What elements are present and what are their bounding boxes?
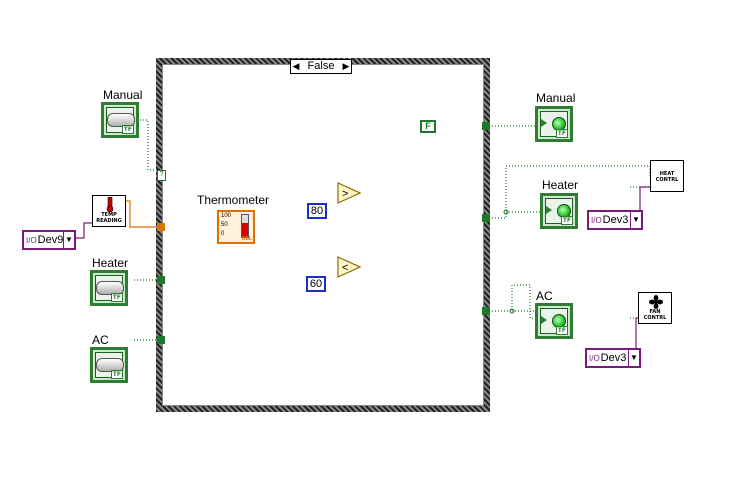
manual-indicator: TF	[535, 106, 573, 142]
chevron-down-icon[interactable]: ▼	[630, 212, 641, 228]
io-icon: I/O	[589, 354, 600, 363]
heater-indicator: TF	[540, 193, 578, 229]
thermometer-label: Thermometer	[197, 193, 270, 207]
case-structure[interactable]	[156, 58, 490, 412]
manual-control-label: Manual	[103, 88, 143, 102]
heater-indicator-label: Heater	[542, 178, 579, 192]
manual-indicator-label: Manual	[536, 91, 576, 105]
fan-icon	[649, 295, 663, 309]
heater-tunnel[interactable]	[157, 276, 165, 284]
temp-tunnel[interactable]	[157, 223, 165, 231]
chevron-down-icon[interactable]: ▼	[63, 232, 74, 248]
less-than-node[interactable]: <	[337, 256, 361, 278]
tf-tag: TF	[555, 129, 568, 138]
ac-indicator: TF	[535, 303, 573, 339]
ac-tunnel[interactable]	[157, 336, 165, 344]
thermometer-tube	[241, 214, 249, 238]
tf-tag: TF	[110, 293, 123, 302]
tf-tag: TF	[560, 216, 573, 225]
manual-control[interactable]: TF	[101, 102, 139, 138]
svg-text:>: >	[342, 188, 348, 200]
heater-control-label: Heater	[92, 256, 129, 270]
svg-text:<: <	[342, 262, 348, 274]
ac-control-label: AC	[92, 333, 109, 347]
daq-fan-name: Dev3	[600, 352, 627, 364]
toggle-switch-icon	[96, 358, 124, 372]
case-selector[interactable]: ◀ False ▶	[290, 59, 352, 74]
daq-fan-channel[interactable]: I/ODev3 ▼	[585, 348, 641, 368]
ac-indicator-label: AC	[536, 289, 553, 303]
ac-control[interactable]: TF	[90, 347, 128, 383]
case-prev-icon[interactable]: ◀	[292, 61, 300, 71]
tf-tag: TF	[555, 326, 568, 335]
toggle-switch-icon	[107, 113, 135, 127]
false-constant[interactable]: F	[420, 120, 436, 133]
thermometer-icon	[106, 197, 114, 213]
case-selector-value: False	[307, 60, 335, 72]
chevron-down-icon[interactable]: ▼	[628, 350, 639, 366]
daq-heat-name: Dev3	[602, 214, 629, 226]
manual-out-tunnel[interactable]	[482, 122, 490, 130]
daq-heat-channel[interactable]: I/ODev3 ▼	[587, 210, 643, 230]
case-next-icon[interactable]: ▶	[342, 61, 350, 71]
low-threshold-constant[interactable]: 60	[306, 276, 326, 292]
tf-tag: TF	[121, 125, 134, 134]
ac-out-tunnel[interactable]	[482, 307, 490, 315]
io-icon: I/O	[591, 216, 602, 225]
high-threshold-constant[interactable]: 80	[307, 203, 327, 219]
selector-terminal[interactable]: ?	[157, 170, 166, 181]
thermometer-indicator[interactable]: 100 50 0 DBL	[217, 210, 255, 244]
heater-out-tunnel[interactable]	[482, 214, 490, 222]
io-icon: I/O	[26, 236, 37, 245]
daq-input-name: Dev9	[37, 234, 64, 246]
greater-than-node[interactable]: >	[337, 182, 361, 204]
daq-input-channel[interactable]: I/ODev9 ▼	[22, 230, 76, 250]
toggle-switch-icon	[96, 281, 124, 295]
heater-control[interactable]: TF	[90, 270, 128, 306]
tf-tag: TF	[110, 370, 123, 379]
